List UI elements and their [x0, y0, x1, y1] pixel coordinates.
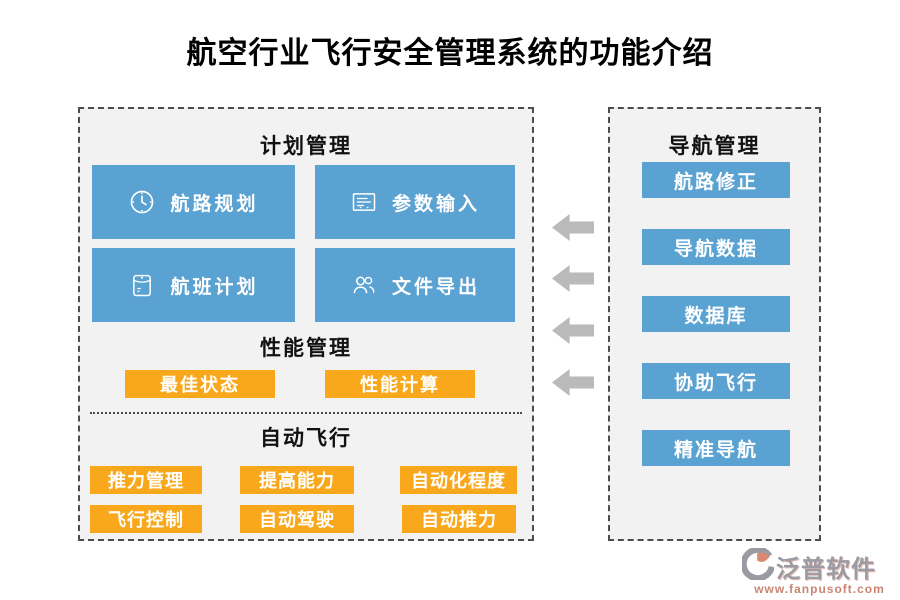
page-title: 航空行业飞行安全管理系统的功能介绍: [186, 37, 714, 70]
form-icon: [350, 188, 378, 216]
navigation-data-label: 导航数据: [673, 238, 758, 260]
left-arrow-icon: [552, 214, 594, 241]
file-export-button[interactable]: 文件导出: [315, 248, 515, 322]
file-export-label: 文件导出: [391, 276, 480, 298]
assist-flight-button[interactable]: 协助飞行: [642, 363, 790, 399]
right-panel: 导航管理 航路修正 导航数据 数据库 协助飞行 精准导航: [608, 107, 821, 541]
plan-section-header: 计划管理: [260, 134, 352, 158]
route-correction-label: 航路修正: [673, 171, 758, 193]
auto-thrust-button[interactable]: 自动推力: [402, 505, 516, 533]
flight-plan-label: 航班计划: [170, 276, 259, 298]
flight-control-label: 飞行控制: [108, 510, 184, 530]
improve-capability-button[interactable]: 提高能力: [240, 466, 354, 494]
database-button[interactable]: 数据库: [642, 296, 790, 332]
performance-calc-label: 性能计算: [360, 375, 440, 395]
navigation-data-button[interactable]: 导航数据: [642, 229, 790, 265]
best-state-button[interactable]: 最佳状态: [125, 370, 275, 398]
route-planning-label: 航路规划: [170, 193, 259, 215]
parameter-input-label: 参数输入: [391, 193, 480, 215]
database-label: 数据库: [684, 305, 748, 327]
parameter-input-button[interactable]: 参数输入: [315, 165, 515, 239]
footer-logo-name: 泛普软件: [776, 557, 876, 583]
navigation-section-header: 导航管理: [668, 134, 761, 158]
clock-icon: [128, 188, 156, 216]
route-planning-button[interactable]: 航路规划: [92, 165, 295, 239]
autoflight-section-header: 自动飞行: [260, 426, 352, 450]
auto-thrust-label: 自动推力: [421, 510, 497, 530]
left-arrow-icon: [552, 317, 594, 344]
assist-flight-label: 协助飞行: [673, 372, 758, 394]
autopilot-label: 自动驾驶: [259, 510, 335, 530]
precise-navigation-label: 精准导航: [673, 439, 758, 461]
users-icon: [350, 271, 378, 299]
autopilot-button[interactable]: 自动驾驶: [240, 505, 354, 533]
flight-plan-button[interactable]: 航班计划: [92, 248, 295, 322]
footer-logo-url: www.fanpusoft.com: [754, 582, 885, 596]
flight-control-button[interactable]: 飞行控制: [90, 505, 202, 533]
left-panel: 计划管理 航路规划: [78, 107, 534, 541]
left-arrow-icon: [552, 369, 594, 396]
automation-level-button[interactable]: 自动化程度: [400, 466, 517, 494]
automation-level-label: 自动化程度: [411, 471, 506, 491]
improve-capability-label: 提高能力: [259, 471, 335, 491]
precise-navigation-button[interactable]: 精准导航: [642, 430, 790, 466]
envelope-icon: [128, 271, 156, 299]
thrust-management-button[interactable]: 推力管理: [90, 466, 202, 494]
performance-section-header: 性能管理: [260, 336, 352, 360]
section-divider: [90, 412, 522, 414]
best-state-label: 最佳状态: [160, 375, 240, 395]
fanpu-logo-icon: [740, 546, 775, 585]
performance-calc-button[interactable]: 性能计算: [325, 370, 475, 398]
footer-logo: 泛普软件 www.fanpusoft.com: [740, 546, 897, 596]
left-arrow-icon: [552, 265, 594, 292]
thrust-management-label: 推力管理: [108, 471, 184, 491]
route-correction-button[interactable]: 航路修正: [642, 162, 790, 198]
